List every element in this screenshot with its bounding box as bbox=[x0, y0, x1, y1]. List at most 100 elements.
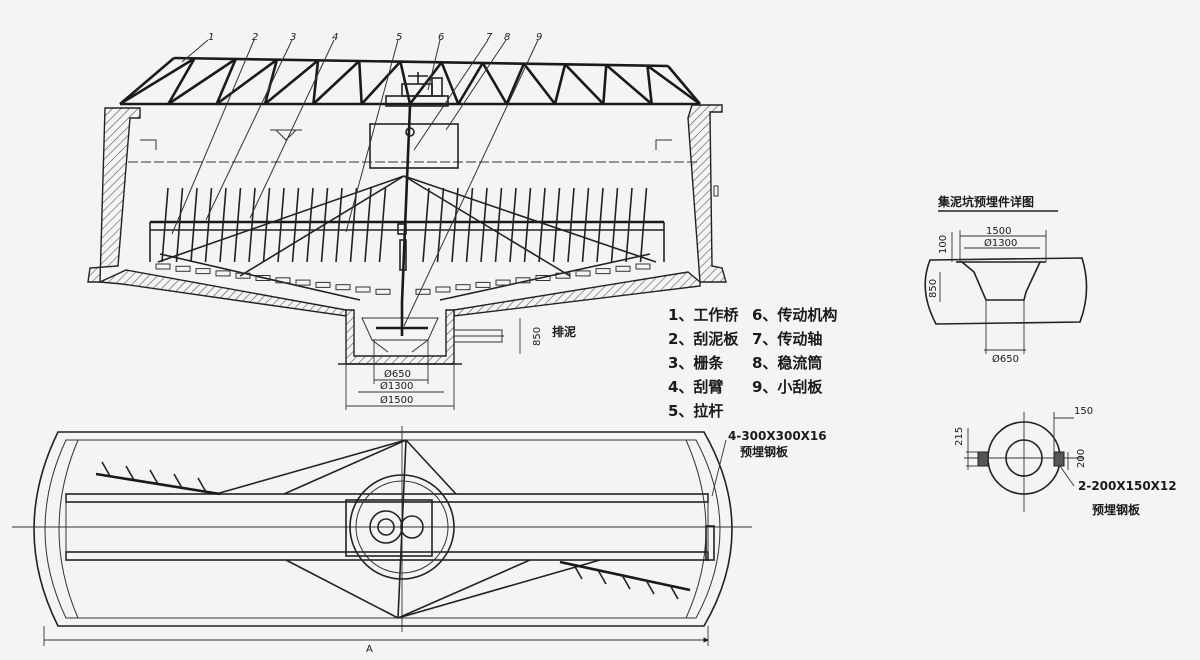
truss-diagonal bbox=[215, 58, 278, 106]
detail-dim-150: 150 bbox=[1074, 406, 1093, 417]
truss-diagonal bbox=[553, 64, 567, 105]
truss-diagonal bbox=[408, 61, 443, 105]
truss-diagonal bbox=[264, 59, 319, 106]
truss-diagonal bbox=[312, 60, 361, 105]
grid-bar bbox=[306, 187, 314, 263]
scraper-blade bbox=[515, 277, 531, 284]
scraper-blade bbox=[435, 286, 451, 293]
detail-dim-d650: Ø650 bbox=[992, 353, 1019, 365]
detail-dim-1500: 1500 bbox=[986, 226, 1011, 237]
grid-bar bbox=[320, 187, 329, 263]
callout-8: 8 bbox=[504, 32, 510, 43]
grid-bar bbox=[465, 187, 474, 263]
truss-diagonal bbox=[481, 62, 508, 105]
tank-floor-right bbox=[453, 271, 701, 317]
plan-blade bbox=[173, 473, 183, 489]
stilling-well bbox=[369, 123, 459, 169]
grid-bar bbox=[190, 187, 198, 263]
dim-d1500-section: Ø1500 bbox=[380, 394, 413, 406]
grid-bar bbox=[509, 187, 517, 263]
callout-3: 3 bbox=[290, 32, 296, 43]
scraper-blade bbox=[335, 284, 351, 291]
scraper-blade bbox=[535, 275, 551, 281]
truss-diagonal bbox=[357, 60, 363, 105]
scraper-blade bbox=[415, 288, 431, 295]
plan-blade bbox=[197, 477, 207, 493]
plan-blade bbox=[573, 564, 583, 580]
scraper-blade bbox=[615, 265, 631, 272]
scraper-arm bbox=[149, 175, 665, 301]
scraper-blade bbox=[155, 263, 171, 270]
section-dimensions: 850 排泥 Ø650 Ø1300 Ø1500 bbox=[345, 318, 576, 410]
scraper-blade bbox=[235, 272, 251, 279]
truss-diagonal bbox=[646, 65, 653, 105]
grid-bar bbox=[364, 187, 372, 263]
grid-bar bbox=[639, 187, 648, 263]
plan-blade bbox=[621, 574, 631, 590]
plan-plate-label-2: 预埋钢板 bbox=[740, 444, 789, 459]
grid-bars bbox=[161, 187, 648, 263]
plan-blade bbox=[597, 569, 607, 585]
callout-leaders bbox=[171, 39, 539, 327]
callout-5: 5 bbox=[396, 32, 402, 43]
grid-bar bbox=[219, 187, 227, 263]
detail-plate-label-1: 2-200X150X12 bbox=[1078, 479, 1177, 493]
truss-diagonal bbox=[263, 59, 279, 105]
grid-bar bbox=[204, 187, 213, 263]
grid-bar bbox=[161, 187, 169, 263]
scraper-blade bbox=[315, 281, 331, 288]
legend-item-7: 7、传动轴 bbox=[752, 330, 822, 348]
legend-item-3: 3、栅条 bbox=[668, 354, 724, 372]
grid-bar bbox=[552, 187, 561, 263]
truss-diagonal bbox=[312, 60, 320, 105]
discharge-label: 排泥 bbox=[552, 324, 576, 339]
callout-4: 4 bbox=[332, 32, 338, 43]
detail-dim-100: 100 bbox=[938, 235, 949, 254]
legend-item-6: 6、传动机构 bbox=[752, 306, 837, 324]
detail-dim-215: 215 bbox=[954, 427, 965, 446]
detail-dim-200: 200 bbox=[1076, 449, 1087, 468]
plan-blade bbox=[101, 461, 111, 477]
truss-diagonal bbox=[360, 60, 402, 105]
callout-6: 6 bbox=[438, 32, 444, 43]
truss-diagonal bbox=[215, 58, 237, 105]
sump-embed-detail: 集泥坑预埋件详图 1500 Ø1300 100 850 Ø650 bbox=[924, 194, 1177, 517]
scraper-blade bbox=[375, 288, 391, 295]
grid-bar bbox=[494, 187, 503, 263]
scraper-blade bbox=[295, 279, 311, 286]
grid-bar bbox=[480, 187, 488, 263]
scraper-blade bbox=[455, 284, 471, 291]
grid-bar bbox=[277, 187, 285, 263]
callout-1: 1 bbox=[208, 32, 214, 43]
plan-blade bbox=[645, 579, 655, 595]
tank-wall-left bbox=[87, 107, 141, 283]
truss-diagonal bbox=[522, 62, 557, 105]
truss-diagonal bbox=[564, 63, 605, 105]
truss-diagonal bbox=[167, 57, 237, 106]
scraper-blade bbox=[195, 268, 211, 275]
scraper-blade bbox=[255, 275, 271, 281]
callout-numbers: 1 2 3 4 5 6 7 8 9 bbox=[208, 32, 542, 43]
tank-section-view: 1 2 3 4 5 6 7 8 9 850 排泥 Ø650 Ø1300 Ø150… bbox=[87, 32, 727, 410]
grid-bar bbox=[451, 187, 459, 263]
plan-scraper-blades bbox=[101, 461, 679, 600]
dim-850-section: 850 bbox=[532, 327, 543, 346]
callout-9: 9 bbox=[536, 32, 542, 43]
detail-title: 集泥坑预埋件详图 bbox=[937, 194, 1034, 209]
dim-d1300-section: Ø1300 bbox=[380, 380, 413, 392]
grid-bar bbox=[538, 187, 546, 263]
grid-bar bbox=[596, 187, 604, 263]
grid-bar bbox=[291, 187, 300, 263]
legend-item-8: 8、稳流筒 bbox=[752, 354, 822, 372]
grid-bar bbox=[378, 187, 387, 263]
scraper-blades bbox=[155, 263, 651, 295]
tank-wall-right bbox=[687, 104, 727, 283]
truss-diagonal bbox=[646, 64, 701, 106]
grid-bar bbox=[436, 187, 445, 263]
grid-bar bbox=[233, 187, 242, 263]
truss-diagonal bbox=[605, 64, 653, 105]
scraper-blade bbox=[555, 272, 571, 279]
tank-floor bbox=[97, 269, 347, 317]
scraper-blade bbox=[635, 263, 651, 270]
drive-mechanism bbox=[385, 72, 449, 107]
